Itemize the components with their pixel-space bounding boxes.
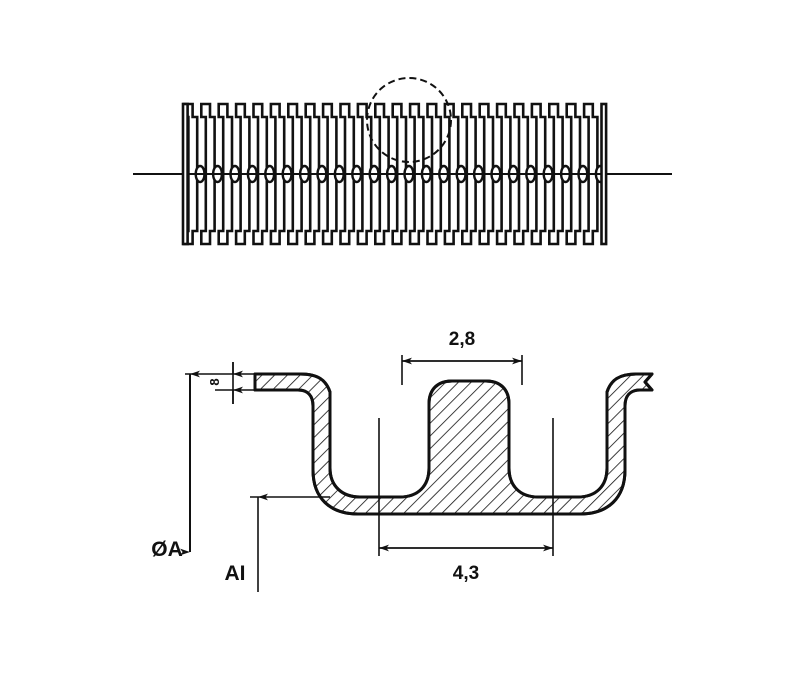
end-cap-left [181,102,189,246]
label-inner-diameter: AI [225,562,246,585]
detail-circle [366,77,452,163]
corrugated-tube-elevation [133,77,672,246]
corrugation-profile-section: 2,8 4,3 8 ØA AI [151,329,654,592]
end-cap-right [600,102,608,246]
dimension-2-8-text: 2,8 [449,329,475,350]
dimension-4-3-text: 4,3 [453,563,479,584]
label-outer-diameter: ØA [151,538,183,561]
dimension-wall-thickness-text: 8 [207,378,222,385]
profile-outline [253,372,654,516]
